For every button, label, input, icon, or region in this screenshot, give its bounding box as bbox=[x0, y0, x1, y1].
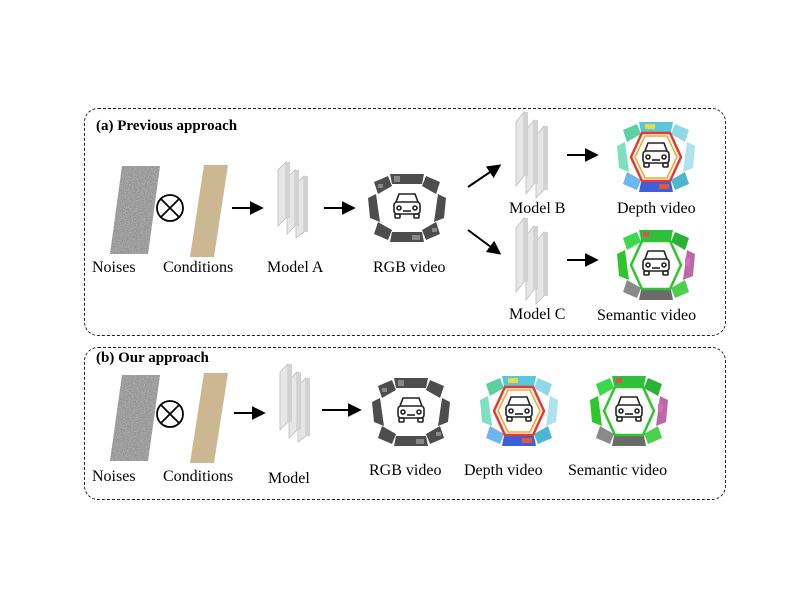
rgb-video-label: RGB video bbox=[373, 259, 446, 276]
arrow-right-icon bbox=[322, 403, 362, 417]
surround-view-car-icon bbox=[370, 376, 452, 448]
panel-previous-approach bbox=[84, 108, 726, 336]
arrow-right-icon bbox=[232, 201, 264, 215]
panel-our-approach bbox=[84, 347, 726, 500]
depth-video-icon bbox=[478, 374, 560, 448]
conditions-label: Conditions bbox=[163, 259, 234, 276]
arrow-right-icon bbox=[324, 201, 356, 215]
depth-video-label: Depth video bbox=[617, 200, 696, 217]
circle-times-icon bbox=[155, 399, 185, 429]
stacked-layers-icon bbox=[514, 110, 556, 199]
semantic-video-label: Semantic video bbox=[568, 462, 668, 479]
stacked-layers-icon bbox=[514, 216, 556, 305]
arrow-down-right-icon bbox=[466, 226, 506, 260]
model-label: Model bbox=[268, 470, 310, 487]
model-c-label: Model C bbox=[509, 306, 566, 323]
depth-video-label: Depth video bbox=[464, 462, 543, 479]
noises-label: Noises bbox=[92, 468, 136, 485]
arrow-right-icon bbox=[567, 148, 599, 162]
panel-b-title: (b) Our approach bbox=[96, 350, 209, 366]
panel-a-title: (a) Previous approach bbox=[96, 118, 238, 134]
circle-times-icon bbox=[155, 193, 185, 223]
semantic-video-icon bbox=[615, 228, 697, 302]
model-a-label: Model A bbox=[267, 259, 324, 276]
stacked-layers-icon bbox=[276, 160, 316, 239]
conditions-image bbox=[190, 373, 228, 463]
stacked-layers-icon bbox=[278, 362, 318, 443]
arrow-right-icon bbox=[234, 406, 266, 420]
arrow-up-right-icon bbox=[466, 160, 506, 192]
semantic-video-icon bbox=[588, 374, 670, 448]
conditions-label: Conditions bbox=[163, 468, 234, 485]
conditions-image bbox=[190, 165, 228, 257]
depth-video-icon bbox=[615, 120, 697, 194]
noise-image bbox=[110, 375, 160, 461]
surround-view-car-icon bbox=[366, 172, 448, 244]
arrow-right-icon bbox=[567, 253, 599, 267]
model-b-label: Model B bbox=[509, 200, 566, 217]
semantic-video-label: Semantic video bbox=[597, 307, 697, 324]
rgb-video-label: RGB video bbox=[369, 462, 442, 479]
noises-label: Noises bbox=[92, 259, 136, 276]
noise-image bbox=[110, 166, 160, 254]
